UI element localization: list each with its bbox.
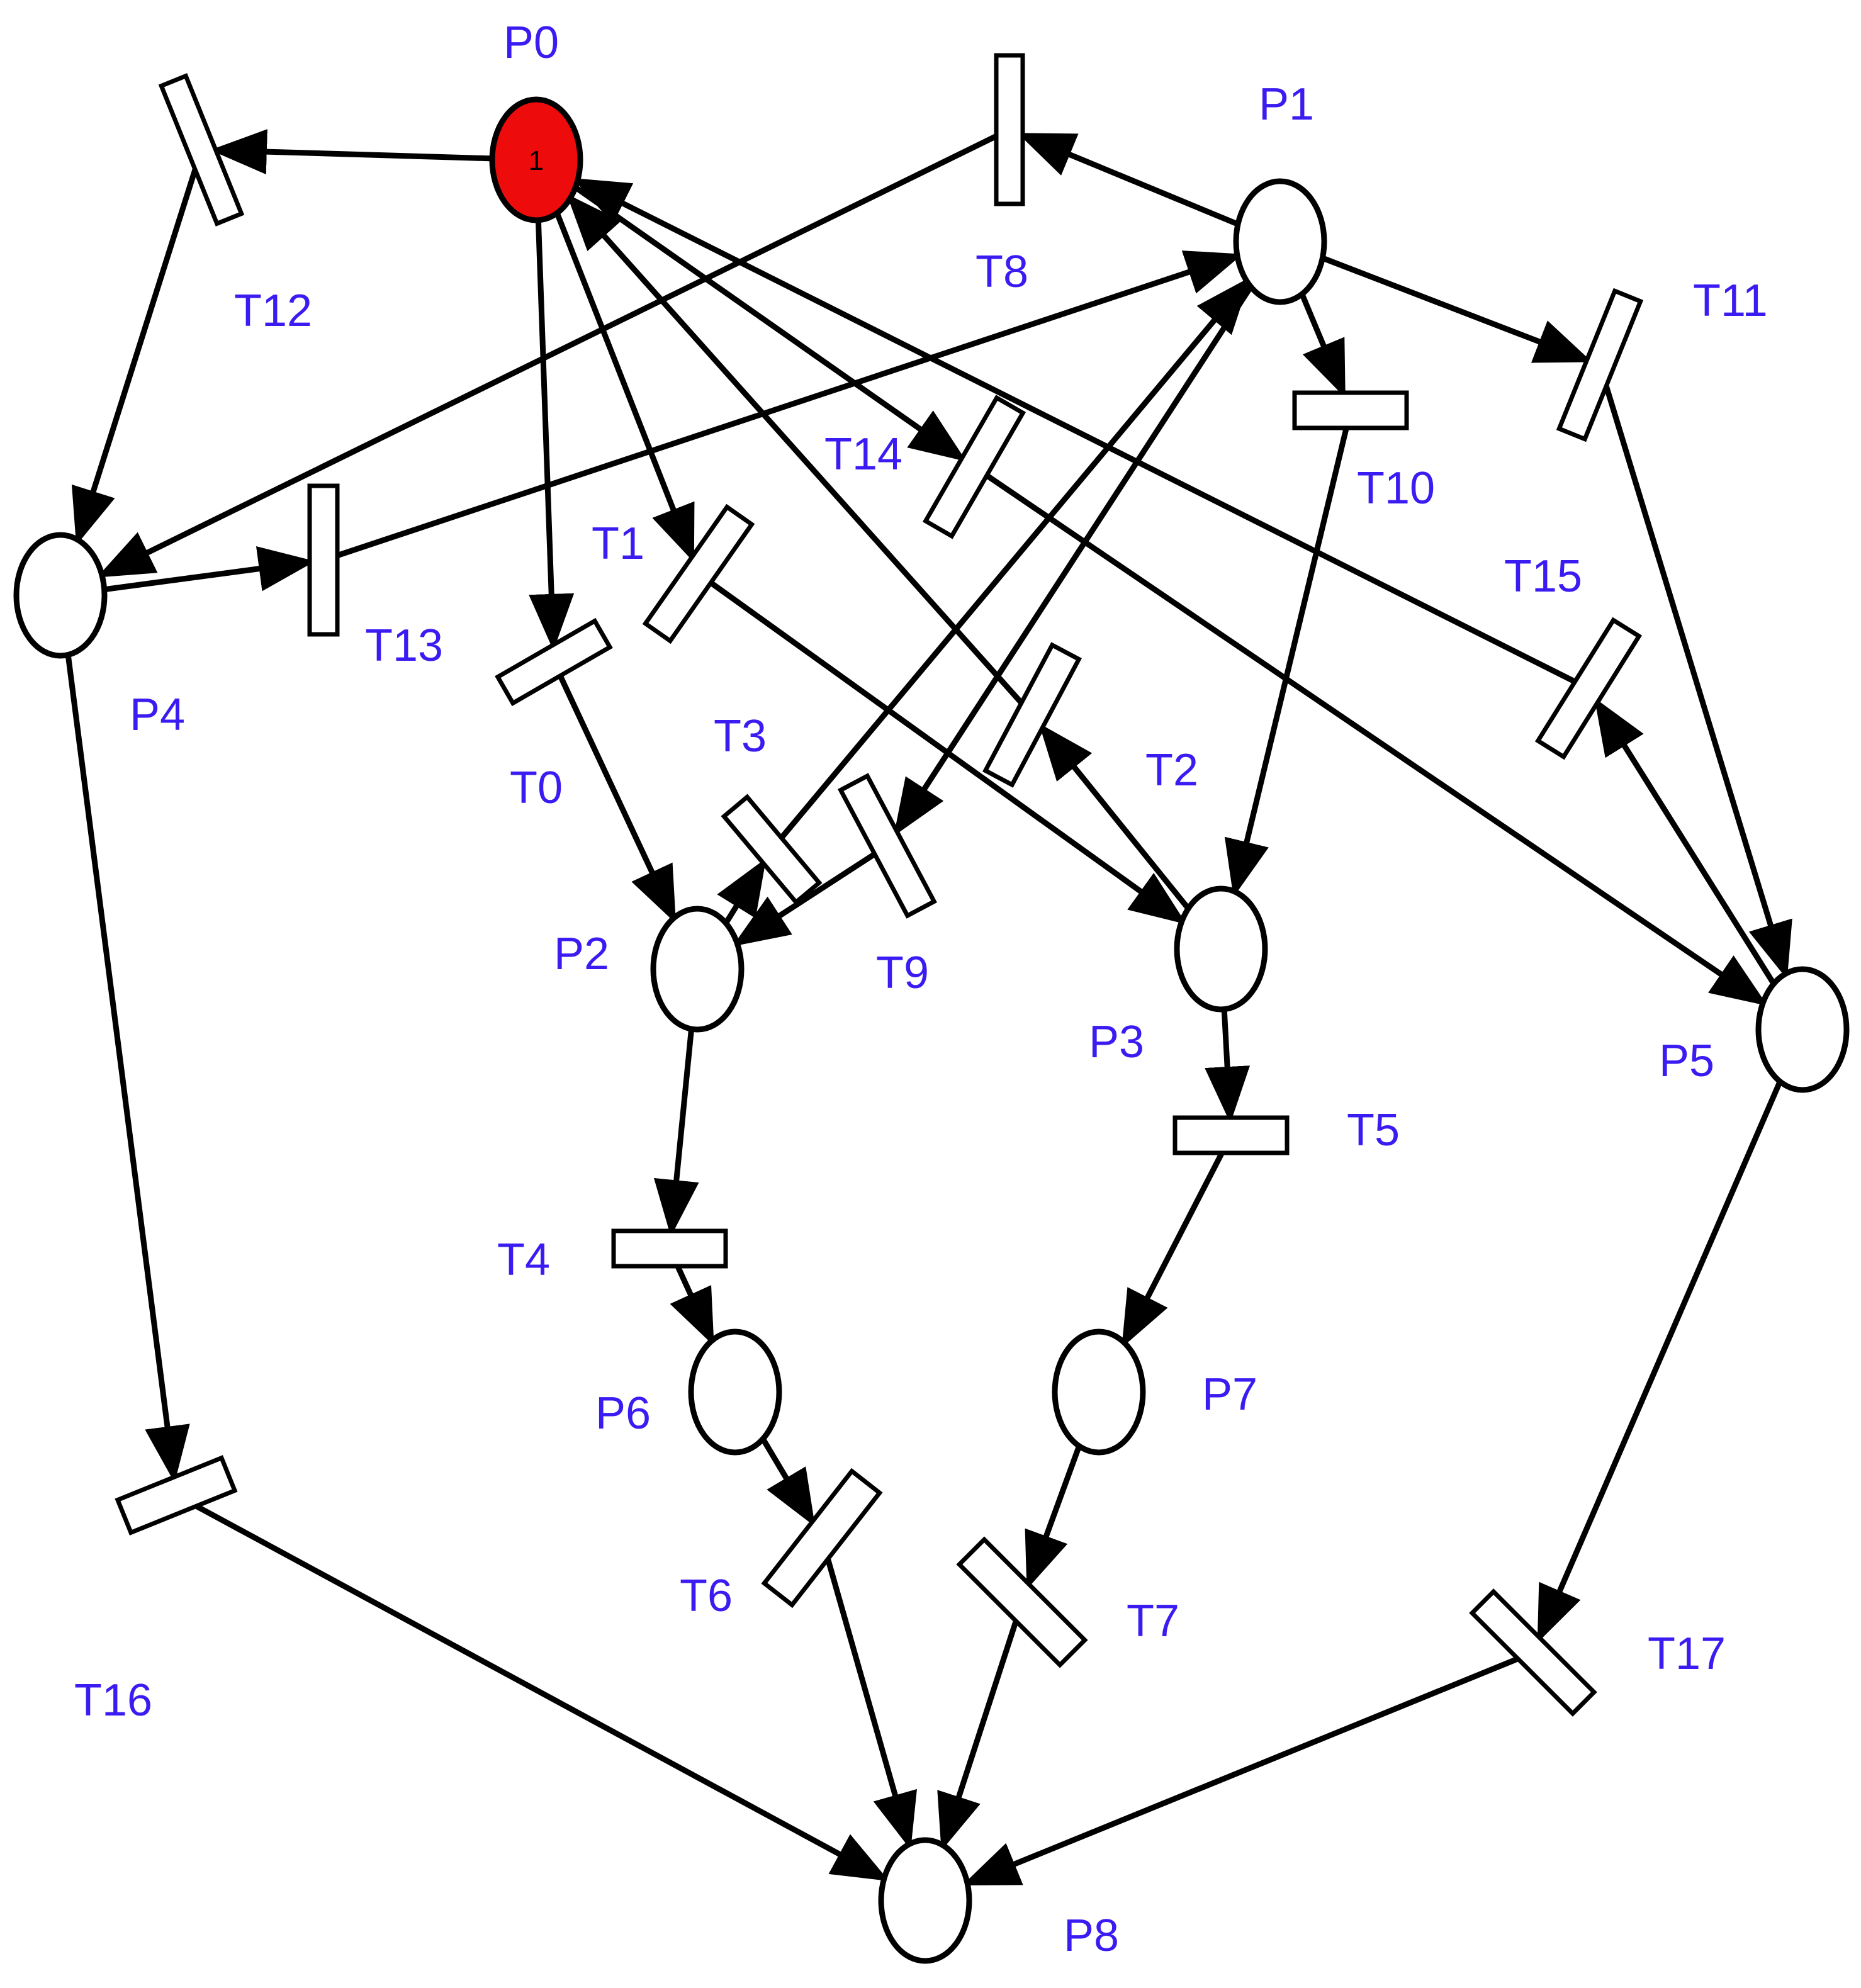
place-label-p8: P8 [1064, 1911, 1119, 1961]
arc-t8-to-p4 [96, 133, 998, 578]
transition-label-t14: T14 [824, 429, 902, 480]
transition-label-t17: T17 [1648, 1629, 1726, 1679]
transition-label-t15: T15 [1504, 551, 1582, 602]
transition-label-t0: T0 [510, 763, 563, 813]
arc-p0-to-t1 [554, 211, 695, 563]
place-label-p2: P2 [554, 929, 609, 979]
place-label-p4: P4 [130, 690, 185, 740]
arc-t11-to-p5 [1603, 385, 1792, 980]
arc-p2-to-t3 [717, 858, 767, 925]
arc-p0-to-t0 [529, 220, 575, 651]
transition-t6 [761, 1468, 883, 1609]
place-p1 [1233, 178, 1327, 305]
arc-t3-to-p1 [779, 277, 1251, 840]
transition-t16 [115, 1455, 238, 1536]
arc-p1-to-t10 [1299, 293, 1346, 398]
arc-p3-to-t2 [1038, 723, 1191, 911]
place-p3 [1174, 885, 1268, 1013]
place-p0 [489, 96, 583, 223]
token-count-p0: 1 [529, 145, 544, 176]
transition-t14 [922, 395, 1026, 539]
arc-t14-to-p5 [985, 473, 1768, 1006]
arc-t9-to-p2 [732, 851, 877, 946]
arc-p7-to-t7 [1025, 1445, 1082, 1590]
transition-t13 [307, 483, 340, 637]
transition-t7 [956, 1536, 1088, 1668]
arc-t10-to-p3 [1224, 427, 1349, 897]
arc-p0-to-t12 [210, 129, 493, 175]
arc-p4-to-t13 [104, 546, 315, 593]
transition-label-t12: T12 [234, 286, 312, 336]
place-p2 [650, 906, 745, 1033]
place-label-p5: P5 [1659, 1036, 1714, 1086]
arc-t0-to-p2 [558, 674, 677, 924]
transition-t5 [1172, 1115, 1290, 1155]
place-p8 [878, 1837, 972, 1964]
transition-label-t16: T16 [74, 1675, 152, 1726]
transition-t1 [642, 503, 755, 644]
transition-t10 [1292, 390, 1409, 430]
arc-t16-to-p8 [194, 1503, 889, 1882]
place-p5 [1755, 966, 1850, 1093]
arc-t13-to-p1 [336, 250, 1243, 558]
transition-t15 [1534, 617, 1643, 760]
transition-label-t5: T5 [1347, 1105, 1400, 1155]
place-p4 [13, 532, 108, 659]
transition-label-t3: T3 [714, 711, 767, 761]
transition-label-t1: T1 [592, 519, 644, 569]
transition-label-t10: T10 [1357, 463, 1435, 514]
place-label-p0: P0 [503, 18, 559, 68]
arc-p5-to-t15 [1594, 697, 1777, 986]
transition-t9 [838, 773, 937, 919]
arc-p2-to-t4 [653, 1028, 699, 1237]
arc-t12-to-p4 [71, 169, 198, 546]
arcs-layer [65, 129, 1792, 1886]
transition-label-t8: T8 [975, 247, 1028, 297]
place-label-p6: P6 [595, 1388, 651, 1439]
transition-label-t11: T11 [1693, 276, 1768, 326]
transition-t17 [1469, 1588, 1597, 1717]
arc-p1-to-t11 [1321, 255, 1592, 363]
transition-t4 [611, 1228, 728, 1269]
arc-p4-to-t16 [65, 654, 190, 1483]
arc-t17-to-p8 [962, 1656, 1519, 1886]
transition-t0 [495, 617, 613, 707]
places-layer: 1 [13, 96, 1850, 1964]
transition-label-t9: T9 [876, 948, 929, 998]
place-label-p1: P1 [1259, 79, 1314, 130]
arc-p3-to-t5 [1205, 1009, 1251, 1123]
place-label-p7: P7 [1202, 1369, 1257, 1420]
arc-t4-to-p6 [670, 1265, 714, 1346]
transition-label-t4: T4 [497, 1235, 550, 1285]
transition-t8 [994, 53, 1025, 206]
arc-t2-to-p0 [566, 193, 1024, 705]
transitions-layer [115, 53, 1644, 1717]
arc-t7-to-p8 [937, 1620, 1019, 1851]
transition-t11 [1556, 288, 1644, 442]
arc-p5-to-t17 [1537, 1080, 1783, 1643]
arc-p6-to-t6 [760, 1437, 816, 1527]
arc-p1-to-t9 [894, 285, 1254, 836]
place-label-p3: P3 [1089, 1017, 1144, 1067]
place-p6 [688, 1328, 782, 1456]
transition-t2 [982, 642, 1082, 788]
arc-p1-to-t8 [1017, 132, 1239, 227]
arc-t15-to-p0 [572, 177, 1577, 685]
arc-t5-to-p7 [1122, 1151, 1225, 1348]
arc-p0-to-t14 [573, 185, 967, 462]
transition-label-t2: T2 [1145, 745, 1198, 795]
transition-t3 [721, 794, 823, 906]
transition-label-t13: T13 [365, 621, 443, 671]
place-p7 [1052, 1328, 1146, 1456]
transition-label-t7: T7 [1127, 1596, 1179, 1646]
transition-t12 [158, 73, 245, 227]
arc-t6-to-p8 [825, 1558, 917, 1850]
transition-label-t6: T6 [680, 1571, 733, 1621]
